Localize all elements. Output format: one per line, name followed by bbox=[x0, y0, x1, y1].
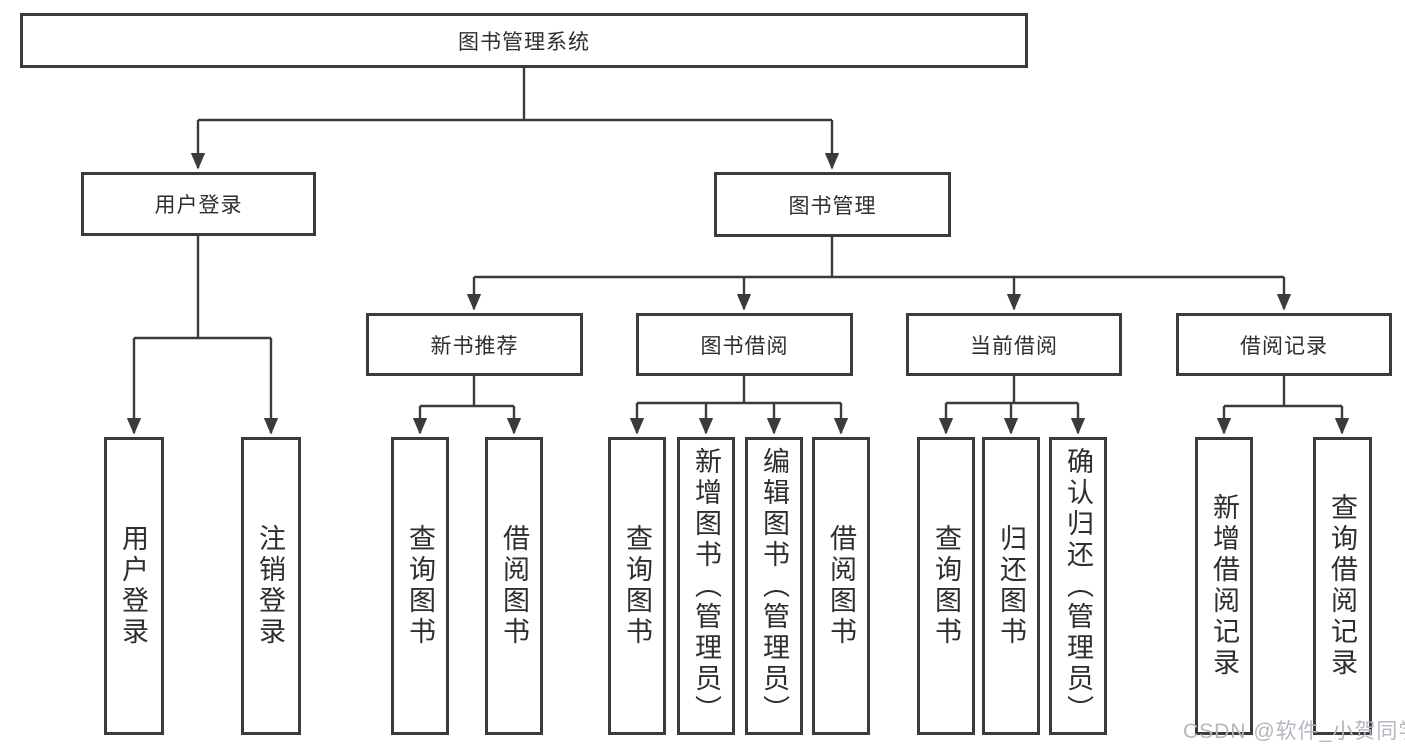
leaf-recommend-query-book: 查询图书 bbox=[391, 437, 449, 735]
leaf-borrow-edit-book-admin: 编辑图书（管理员） bbox=[745, 437, 803, 735]
leaf-records-query-record: 查询借阅记录 bbox=[1313, 437, 1372, 735]
leaf-user-login: 用户登录 bbox=[104, 437, 164, 735]
node-root-system: 图书管理系统 bbox=[20, 13, 1028, 68]
node-user-login: 用户登录 bbox=[81, 172, 316, 236]
leaf-current-query-book: 查询图书 bbox=[917, 437, 975, 735]
leaf-current-confirm-return-admin: 确认归还（管理员） bbox=[1049, 437, 1107, 735]
node-book-management: 图书管理 bbox=[714, 172, 951, 237]
node-book-borrow: 图书借阅 bbox=[636, 313, 853, 376]
tree-edges bbox=[126, 68, 1350, 435]
leaf-borrow-add-book-admin: 新增图书（管理员） bbox=[677, 437, 735, 735]
node-new-book-recommend: 新书推荐 bbox=[366, 313, 583, 376]
csdn-watermark: CSDN @软件_小贺同学 bbox=[1183, 720, 1405, 743]
leaf-logout: 注销登录 bbox=[241, 437, 301, 735]
leaf-recommend-borrow-book: 借阅图书 bbox=[485, 437, 543, 735]
node-current-borrow: 当前借阅 bbox=[906, 313, 1122, 376]
leaf-current-return-book: 归还图书 bbox=[982, 437, 1040, 735]
node-borrow-records: 借阅记录 bbox=[1176, 313, 1392, 376]
leaf-records-add-record: 新增借阅记录 bbox=[1195, 437, 1253, 735]
leaf-borrow-borrow-book: 借阅图书 bbox=[812, 437, 870, 735]
leaf-borrow-query-book: 查询图书 bbox=[608, 437, 666, 735]
